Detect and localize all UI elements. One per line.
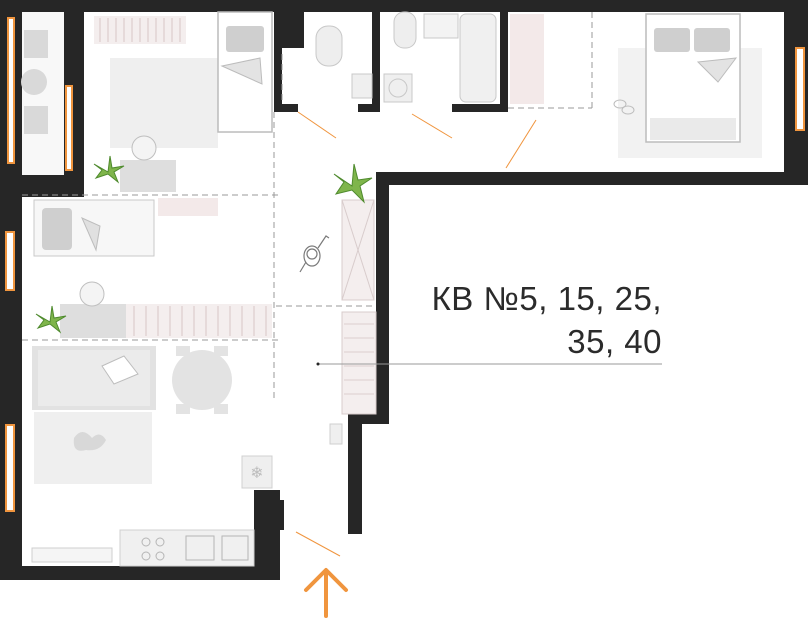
balcony [21,12,64,175]
zone-dividers [22,12,593,400]
furniture: ❄ [31,11,762,567]
windows [5,17,805,512]
person-icon [299,235,330,273]
arrow-up-icon [304,568,348,618]
plant-icon [35,155,373,334]
door-swings [295,111,537,557]
label-leader [316,362,662,366]
svg-text:❄: ❄ [250,463,263,482]
apartment-number-label: КВ №5, 15, 25, [431,280,662,317]
apartment-number-label-continued: 35, 40 [567,323,662,360]
